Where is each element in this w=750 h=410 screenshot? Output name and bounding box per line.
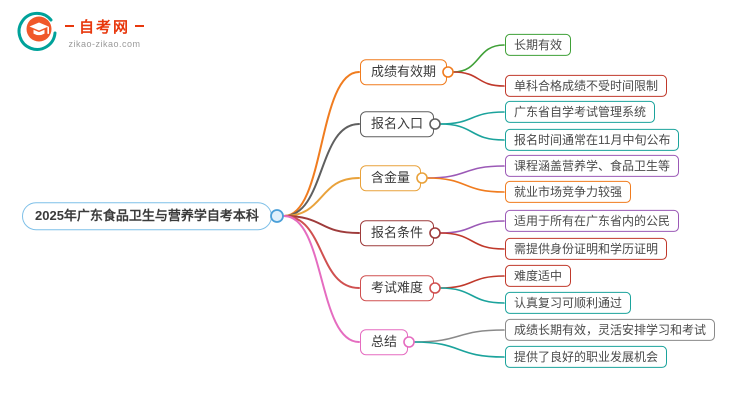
leaf-node-1-1: 报名时间通常在11月中旬公布 — [505, 128, 680, 152]
leaf-node-4-0: 难度适中 — [505, 264, 572, 288]
branch-node-4: 考试难度 — [360, 275, 435, 301]
logo-subtitle: zikao-zikao.com — [68, 38, 141, 49]
leaf-node-2-0: 课程涵盖营养学、食品卫生等 — [505, 154, 680, 178]
edge-branch-4-to-leaf-1 — [439, 287, 505, 304]
logo-text: 自考网 zikao-zikao.com — [65, 16, 144, 49]
edge-branch-3-to-leaf-1 — [439, 232, 505, 250]
site-logo[interactable]: 自考网 zikao-zikao.com — [14, 10, 144, 54]
edge-root-to-branch-5 — [283, 215, 360, 343]
branch-node-0: 成绩有效期 — [360, 59, 448, 85]
branch-node-5: 总结 — [360, 329, 409, 355]
edge-branch-3-to-leaf-0 — [439, 220, 505, 234]
edge-root-to-branch-0 — [283, 71, 360, 217]
leaf-node-1-0: 广东省自学考试管理系统 — [505, 100, 656, 124]
edge-root-to-branch-4 — [283, 215, 360, 289]
root-connector-circle — [270, 209, 284, 223]
edge-root-to-branch-1 — [283, 123, 360, 217]
edge-branch-0-to-leaf-0 — [452, 44, 505, 73]
leaf-node-2-1: 就业市场竞争力较强 — [505, 180, 632, 204]
edge-branch-0-to-leaf-1 — [452, 71, 505, 87]
logo-title: 自考网 — [65, 16, 144, 37]
leaf-node-3-0: 适用于所有在广东省内的公民 — [505, 209, 680, 233]
edge-branch-1-to-leaf-1 — [439, 123, 505, 141]
edge-branch-5-to-leaf-1 — [413, 341, 505, 358]
edge-branch-1-to-leaf-0 — [439, 111, 505, 125]
edge-branch-4-to-leaf-0 — [439, 275, 505, 289]
branch-node-1: 报名入口 — [360, 111, 435, 137]
edge-branch-2-to-leaf-0 — [426, 165, 505, 179]
branch-node-2: 含金量 — [360, 165, 422, 191]
leaf-node-0-1: 单科合格成绩不受时间限制 — [505, 74, 668, 98]
edge-branch-5-to-leaf-0 — [413, 329, 505, 343]
leaf-node-5-1: 提供了良好的职业发展机会 — [505, 345, 668, 369]
leaf-node-4-1: 认真复习可顺利通过 — [505, 291, 632, 315]
graduation-cap-logo-icon — [17, 11, 57, 51]
leaf-node-3-1: 需提供身份证明和学历证明 — [505, 237, 668, 261]
branch-node-3: 报名条件 — [360, 220, 435, 246]
mindmap-root-node: 2025年广东食品卫生与营养学自考本科 — [22, 202, 272, 230]
edge-root-to-branch-3 — [283, 215, 360, 234]
edge-branch-2-to-leaf-1 — [426, 177, 505, 193]
leaf-node-0-0: 长期有效 — [505, 33, 572, 57]
edge-root-to-branch-2 — [283, 177, 360, 217]
leaf-node-5-0: 成绩长期有效，灵活安排学习和考试 — [505, 318, 716, 342]
